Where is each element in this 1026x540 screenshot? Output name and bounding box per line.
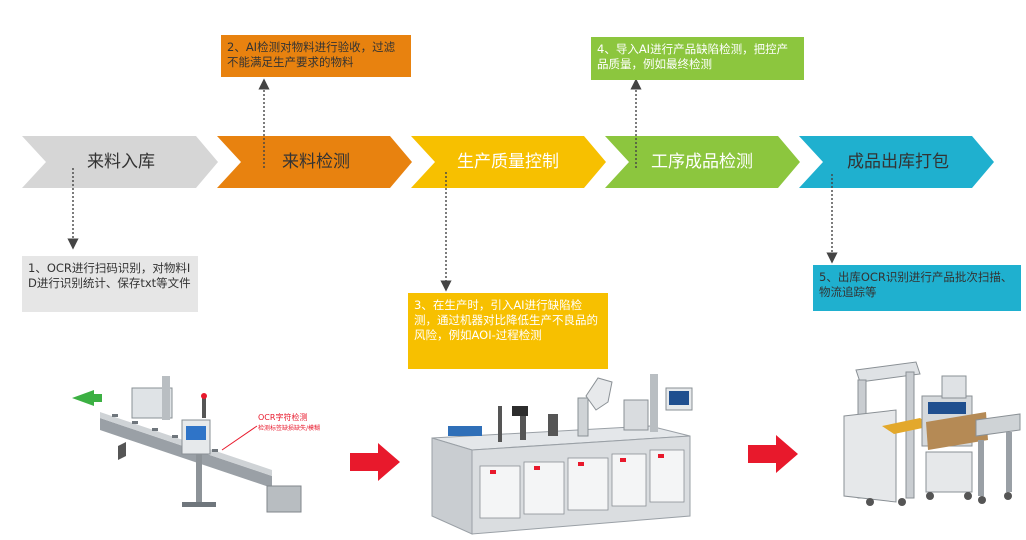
- chevron-step-2: [217, 136, 412, 188]
- red-arrow-2: [748, 435, 798, 473]
- step-label-2: 来料检测: [282, 152, 350, 172]
- ocr-subtitle-text: 检测标签缺损缺失/模糊: [258, 424, 320, 432]
- chevron-step-4: [605, 136, 800, 188]
- step-label-4: 工序成品检测: [651, 152, 753, 172]
- ocr-conveyor-machine-image: OCR字符检测 检测标签缺损缺失/模糊: [72, 376, 320, 513]
- chevron-step-3: [411, 136, 606, 188]
- chevron-step-1: [22, 136, 218, 188]
- note-box-4: 4、导入AI进行产品缺陷检测，把控产品质量，例如最终检测: [591, 37, 804, 80]
- note-box-3: 3、在生产时，引入AI进行缺陷检测，通过机器对比降低生产不良品的风险，例如AOI…: [408, 293, 608, 369]
- note-box-1: 1、OCR进行扫码识别，对物料ID进行识别统计、保存txt等文件: [22, 256, 198, 312]
- step-label-5: 成品出库打包: [847, 152, 949, 172]
- step-label-1: 来料入库: [87, 152, 155, 172]
- production-line-machine-image: [431, 374, 693, 535]
- ocr-title-text: OCR字符检测: [258, 412, 307, 422]
- carton-sealing-machine-image: [843, 361, 1021, 506]
- step-label-3: 生产质量控制: [457, 152, 559, 172]
- note-box-5: 5、出库OCR识别进行产品批次扫描、物流追踪等: [813, 265, 1021, 311]
- note-box-2: 2、AI检测对物料进行验收，过滤不能满足生产要求的物料: [221, 35, 411, 77]
- chevron-step-5: [799, 136, 994, 188]
- red-arrow-1: [350, 443, 400, 481]
